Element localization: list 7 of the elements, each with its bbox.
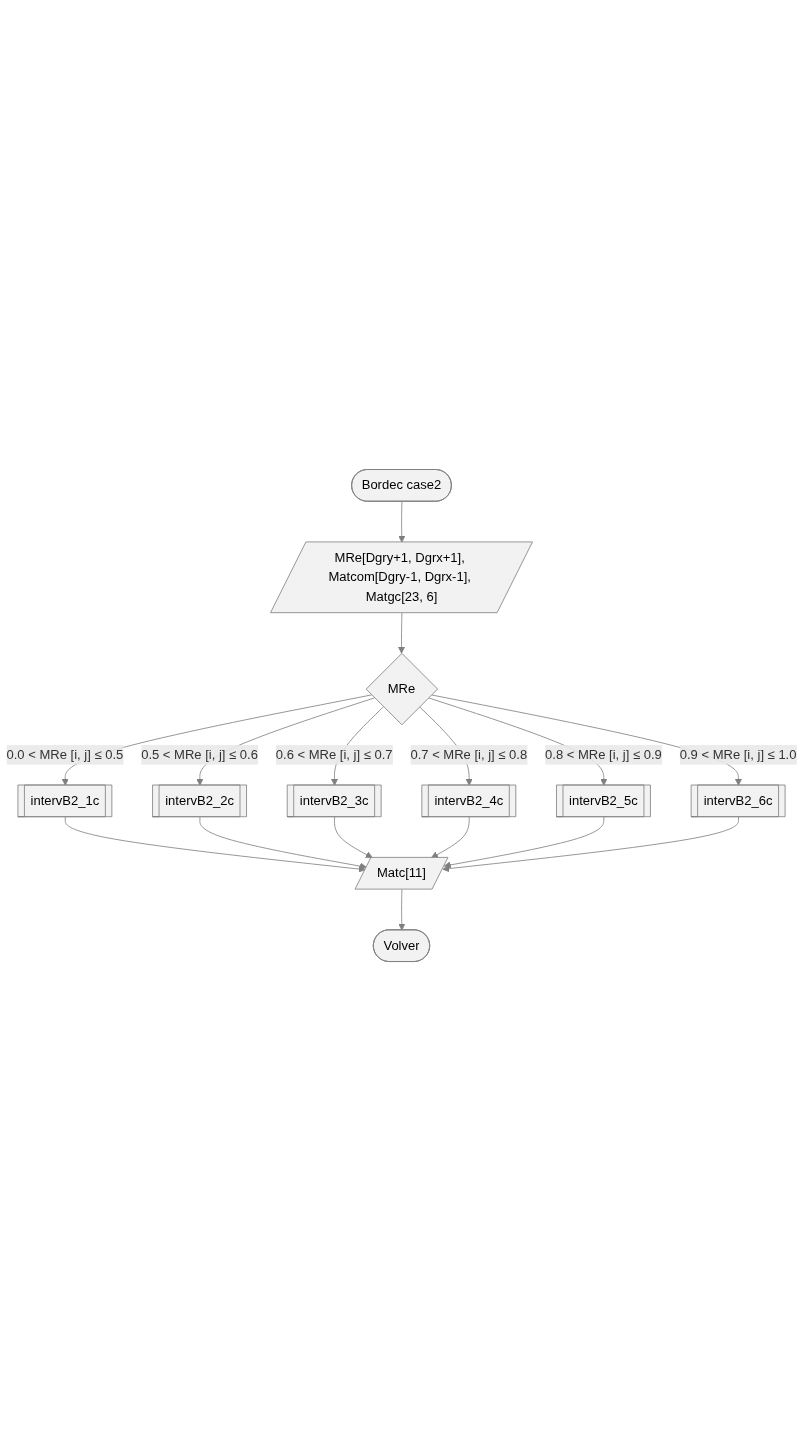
edge-label: 0.0 < MRe [i, j] ≤ 0.5 — [6, 747, 124, 762]
edge-label: 0.8 < MRe [i, j] ≤ 0.9 — [545, 747, 662, 762]
edge-label: 0.7 < MRe [i, j] ≤ 0.8 — [410, 747, 528, 762]
edge-label: 0.6 < MRe [i, j] ≤ 0.7 — [275, 747, 393, 762]
node-diamond: MRe — [365, 652, 438, 726]
edge-label: 0.9 < MRe [i, j] ≤ 1.0 — [679, 747, 797, 762]
edge-label: 0.5 < MRe [i, j] ≤ 0.6 — [141, 747, 258, 762]
